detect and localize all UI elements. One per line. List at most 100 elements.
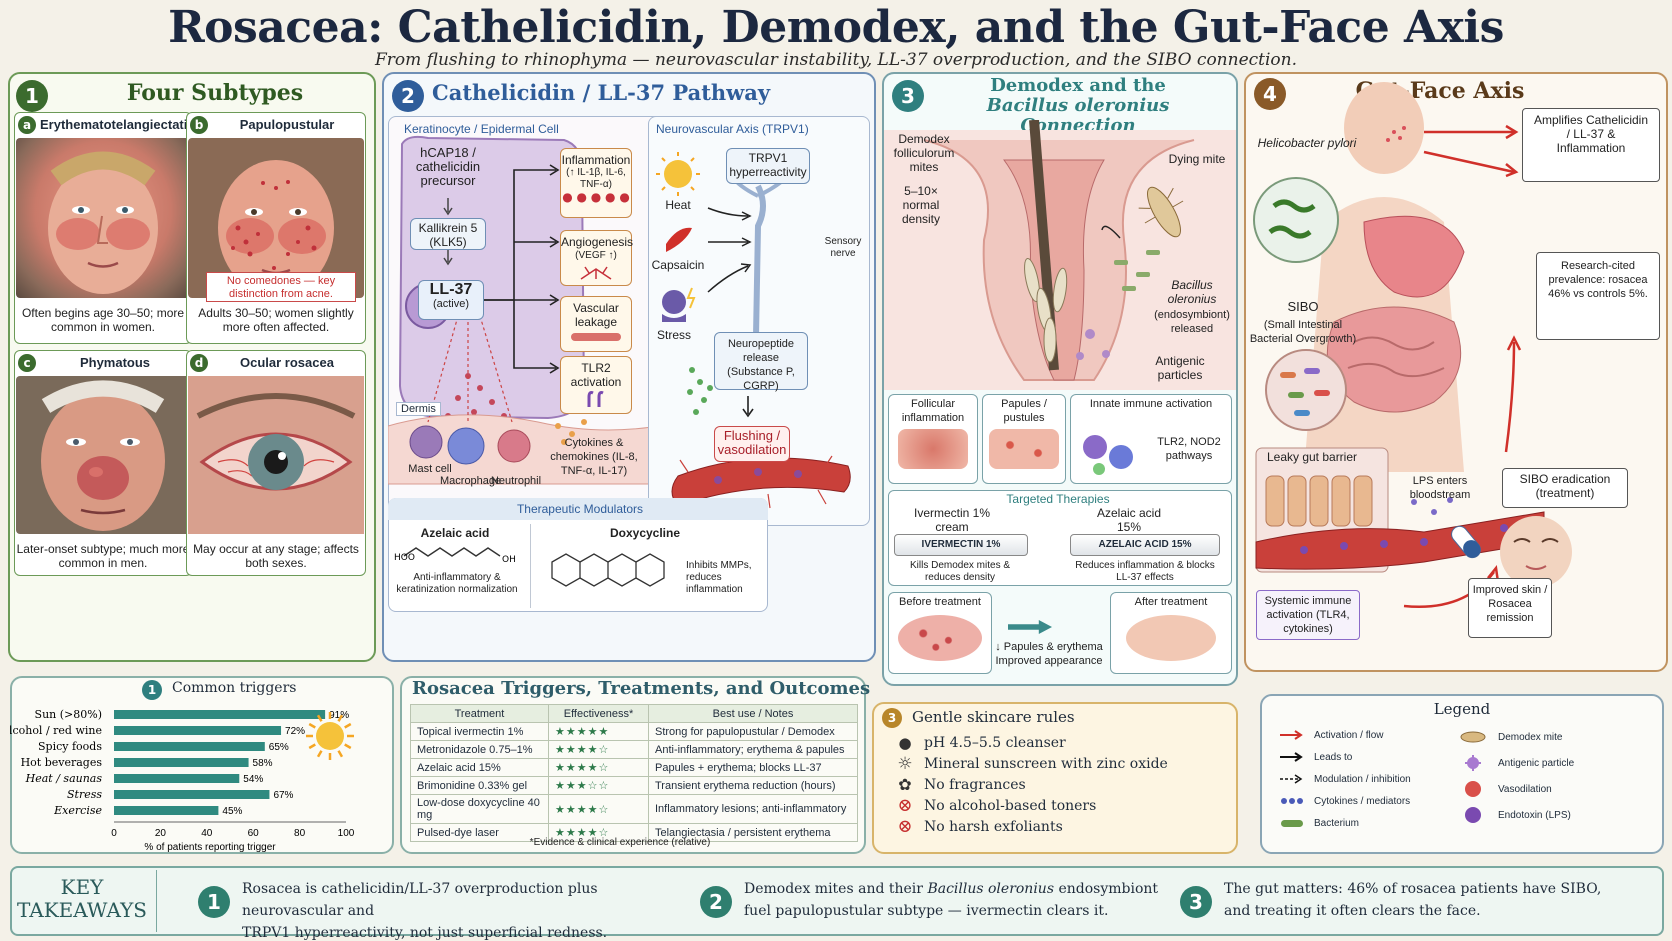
value-label: 91% bbox=[329, 710, 349, 721]
vasodilation-icon bbox=[1465, 781, 1481, 797]
subtype-caption-d: May occur at any stage; affects both sex… bbox=[193, 542, 359, 570]
rating-stars: ★★★★☆ bbox=[548, 794, 649, 824]
ll37-label: LL-37 bbox=[429, 281, 473, 298]
sun-icon: ☼ bbox=[897, 753, 913, 774]
takeaway-number-2: 2 bbox=[700, 886, 732, 918]
takeaways-bar bbox=[10, 866, 1664, 936]
value-label: 67% bbox=[273, 790, 293, 801]
skincare-rule: ✿No fragrances bbox=[896, 774, 1226, 795]
table-row: Brimonidine 0.33% gel★★★☆☆Transient eryt… bbox=[410, 776, 858, 795]
face-erythema-illustration bbox=[48, 151, 158, 294]
skincare-rule: ●pH 4.5–5.5 cleanser bbox=[896, 732, 1226, 753]
improved-skin-box: Improved skin / Rosacea remission bbox=[1468, 578, 1552, 638]
subtype-name-c: Phymatous bbox=[79, 355, 151, 370]
takeaway-3: The gut matters: 46% of rosacea patients… bbox=[1224, 881, 1602, 919]
bar bbox=[114, 742, 265, 751]
cell-neutrophil: Neutrophil bbox=[490, 475, 542, 487]
dashed-arrow-icon bbox=[1280, 774, 1303, 784]
category-label: Hot beverages bbox=[21, 756, 103, 769]
category-label: Alcohol / red wine bbox=[10, 724, 102, 737]
subtype-caption-b: Adults 30–50; women slightly more often … bbox=[198, 306, 354, 334]
azelaic-tube: AZELAIC ACID 15% bbox=[1070, 534, 1220, 556]
legend-panel bbox=[1260, 694, 1664, 854]
doxy-note: Inhibits MMPs, reduces inflammation bbox=[686, 560, 752, 595]
effect-angiogenesis: Angiogenesis (VEGF ↑) bbox=[560, 230, 633, 286]
no-icon: ⊗ bbox=[897, 816, 913, 837]
face-papules-image bbox=[188, 138, 364, 298]
legend-item: Antigenic particle bbox=[1460, 750, 1650, 776]
trpv1-box: TRPV1 hyperreactivity bbox=[726, 148, 810, 184]
takeaways-divider bbox=[156, 870, 157, 932]
tick-label: 60 bbox=[248, 828, 260, 839]
lps-label: LPS enters bloodstream bbox=[1409, 475, 1471, 501]
tlr-note: TLR2, NOD2 pathways bbox=[1157, 436, 1221, 462]
subtype-name-d: Ocular rosacea bbox=[240, 355, 334, 370]
category-label: Stress bbox=[67, 788, 102, 801]
density-label: 5–10× normal density bbox=[901, 184, 941, 226]
takeaway-number-3: 3 bbox=[1180, 886, 1212, 918]
therapies-title: Targeted Therapies bbox=[1006, 492, 1110, 506]
bar bbox=[114, 710, 326, 719]
effect-tlr2: TLR2 activation bbox=[560, 356, 632, 414]
tick-label: 80 bbox=[294, 828, 306, 839]
neuropeptide-box: Neuropeptide release (Substance P, CGRP) bbox=[714, 332, 808, 392]
azelaic-therapy-label: Azelaic acid 15% bbox=[1096, 506, 1162, 534]
outcome-follicular: Follicular inflammation bbox=[888, 394, 978, 484]
after-treatment-card: After treatment bbox=[1110, 592, 1232, 674]
gut-face-diagram bbox=[1253, 82, 1572, 608]
takeaway-number-1: 1 bbox=[198, 886, 230, 918]
legend-item: Vasodilation bbox=[1460, 776, 1650, 802]
tick-label: 0 bbox=[111, 828, 117, 839]
sun-disc bbox=[316, 722, 344, 750]
legend-col-2: Demodex mite Antigenic particle Vasodila… bbox=[1460, 724, 1650, 828]
amplifies-box: Amplifies Cathelicidin / LL-37 & Inflamm… bbox=[1522, 108, 1660, 182]
takeaway-1: Rosacea is cathelicidin/LL-37 overproduc… bbox=[242, 881, 608, 941]
sibo-label: SIBO bbox=[1287, 299, 1319, 314]
panel-4-number: 4 bbox=[1254, 78, 1286, 110]
skincare-number: 3 bbox=[882, 708, 902, 728]
legend-item: Modulation / inhibition bbox=[1280, 768, 1470, 790]
eye-ocular-image bbox=[188, 376, 364, 534]
rating-stars: ★★★★★ bbox=[548, 722, 649, 741]
flushing-box: Flushing / vasodilation bbox=[714, 426, 790, 462]
legend-title: Legend bbox=[1433, 700, 1491, 718]
table-row: Topical ivermectin 1%★★★★★Strong for pap… bbox=[410, 722, 858, 741]
category-label: Spicy foods bbox=[38, 740, 102, 753]
azelaic-therapy-note: Reduces inflammation & blocks LL-37 effe… bbox=[1075, 560, 1215, 583]
cell-mast: Mast cell bbox=[408, 463, 452, 475]
rating-stars: ★★★☆☆ bbox=[548, 776, 649, 795]
skincare-panel bbox=[872, 702, 1238, 854]
cell-diagram bbox=[388, 135, 680, 485]
legend-item: Demodex mite bbox=[1460, 724, 1650, 750]
subtype-caption-a: Often begins age 30–50; more common in w… bbox=[21, 306, 185, 334]
follicle-diagram bbox=[884, 120, 1236, 390]
skincare-rule: ⊗No harsh exfoliants bbox=[897, 816, 1063, 837]
bacillus-label: Bacillus oleronius bbox=[1167, 278, 1217, 306]
table-row: Metronidazole 0.75–1%★★★★☆Anti-inflammat… bbox=[410, 740, 858, 759]
neuro-label: Neurovascular Axis (TRPV1) bbox=[656, 122, 809, 136]
subtype-letter-a: a bbox=[18, 116, 36, 134]
treatments-table: Treatment Effectiveness* Best use / Note… bbox=[410, 704, 858, 842]
tick-label: 100 bbox=[338, 828, 355, 839]
skincare-rule: ☼Mineral sunscreen with zinc oxide bbox=[897, 753, 1168, 774]
subtype-name-a: Erythematotelangiectatic bbox=[40, 117, 195, 132]
panel-2-number: 2 bbox=[392, 80, 424, 112]
dying-mite-label: Dying mite bbox=[1168, 152, 1226, 166]
col-header-notes: Best use / Notes bbox=[648, 704, 858, 723]
legend-item: Activation / flow bbox=[1280, 724, 1470, 746]
cytokines-label: Cytokines & chemokines (IL-8, TNF-α, IL-… bbox=[550, 437, 638, 477]
face-phymatous-image bbox=[16, 376, 190, 534]
sun-ray bbox=[316, 714, 323, 722]
chili-trigger-icon bbox=[666, 227, 692, 252]
outcome-innate-immune: Innate immune activation TLR2, NOD2 path… bbox=[1070, 394, 1232, 484]
table-header-row: Treatment Effectiveness* Best use / Note… bbox=[410, 704, 858, 723]
legend-item: Cytokines / mediators bbox=[1280, 790, 1470, 812]
sun-trigger-icon bbox=[656, 152, 700, 196]
endotoxin-icon bbox=[1465, 807, 1481, 823]
effect-inflammation: Inflammation (↑ IL-1β, IL-6, TNF-α) ● ● … bbox=[560, 148, 632, 218]
panel-2-title: Cathelicidin / LL-37 Pathway bbox=[432, 80, 771, 105]
subtype-letter-b: b bbox=[190, 116, 208, 134]
comedones-note: No comedones — key distinction from acne… bbox=[206, 272, 356, 302]
col-header-effectiveness: Effectiveness* bbox=[548, 704, 649, 723]
table-row: Pulsed-dye laser★★★★☆Telangiectasia / pe… bbox=[410, 823, 858, 842]
